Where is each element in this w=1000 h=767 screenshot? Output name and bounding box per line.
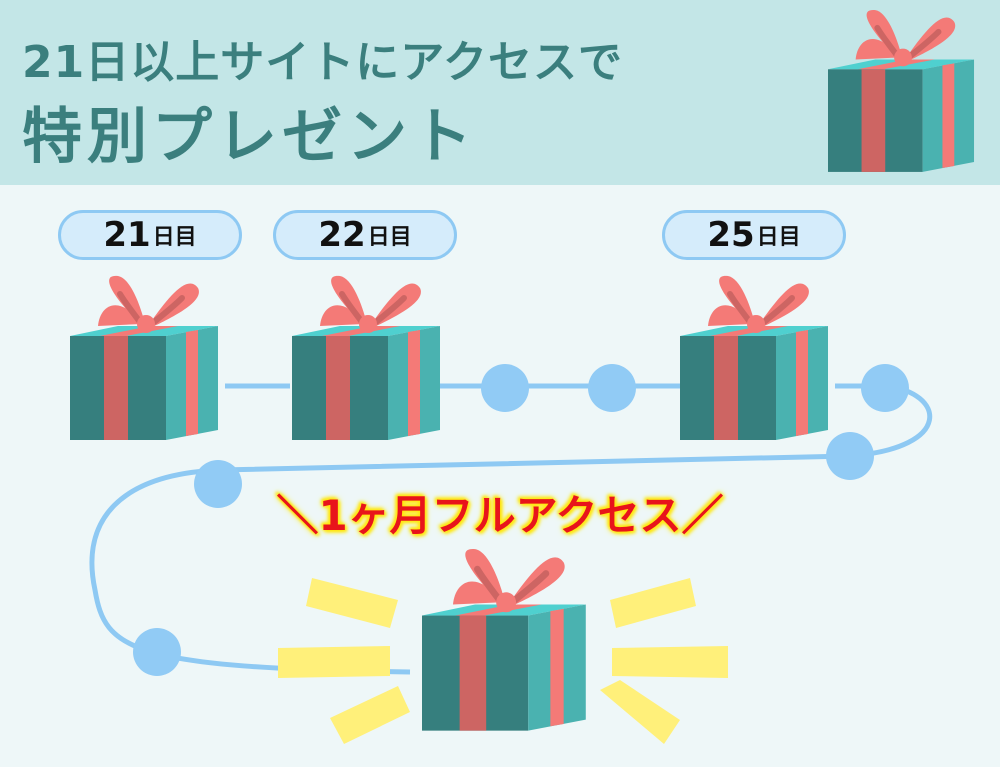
header-banner: 21日以上サイトにアクセスで 特別プレゼント xyxy=(0,0,1000,185)
grand-prize-gift-icon xyxy=(422,546,588,736)
header-title-line2: 特別プレゼント xyxy=(22,102,477,172)
gift-box-icon xyxy=(292,274,442,444)
day-unit: 日目 xyxy=(367,225,412,250)
day-number: 22 xyxy=(318,215,366,255)
path-dot xyxy=(588,364,636,412)
path-dot xyxy=(133,628,181,676)
gift-box-icon xyxy=(70,274,220,444)
path-dot xyxy=(481,364,529,412)
burst-rays xyxy=(278,578,728,744)
path-dot xyxy=(826,432,874,480)
path-dot xyxy=(194,460,242,508)
path-dot xyxy=(861,364,909,412)
day-number: 21 xyxy=(103,215,151,255)
full-access-banner: ＼1ヶ月フルアクセス／ xyxy=(276,491,724,540)
header-title-line1: 21日以上サイトにアクセスで xyxy=(22,37,624,88)
day-unit: 日目 xyxy=(756,225,801,250)
day-number: 25 xyxy=(707,215,755,255)
gift-box-icon xyxy=(680,274,830,444)
day-unit: 日目 xyxy=(152,225,197,250)
